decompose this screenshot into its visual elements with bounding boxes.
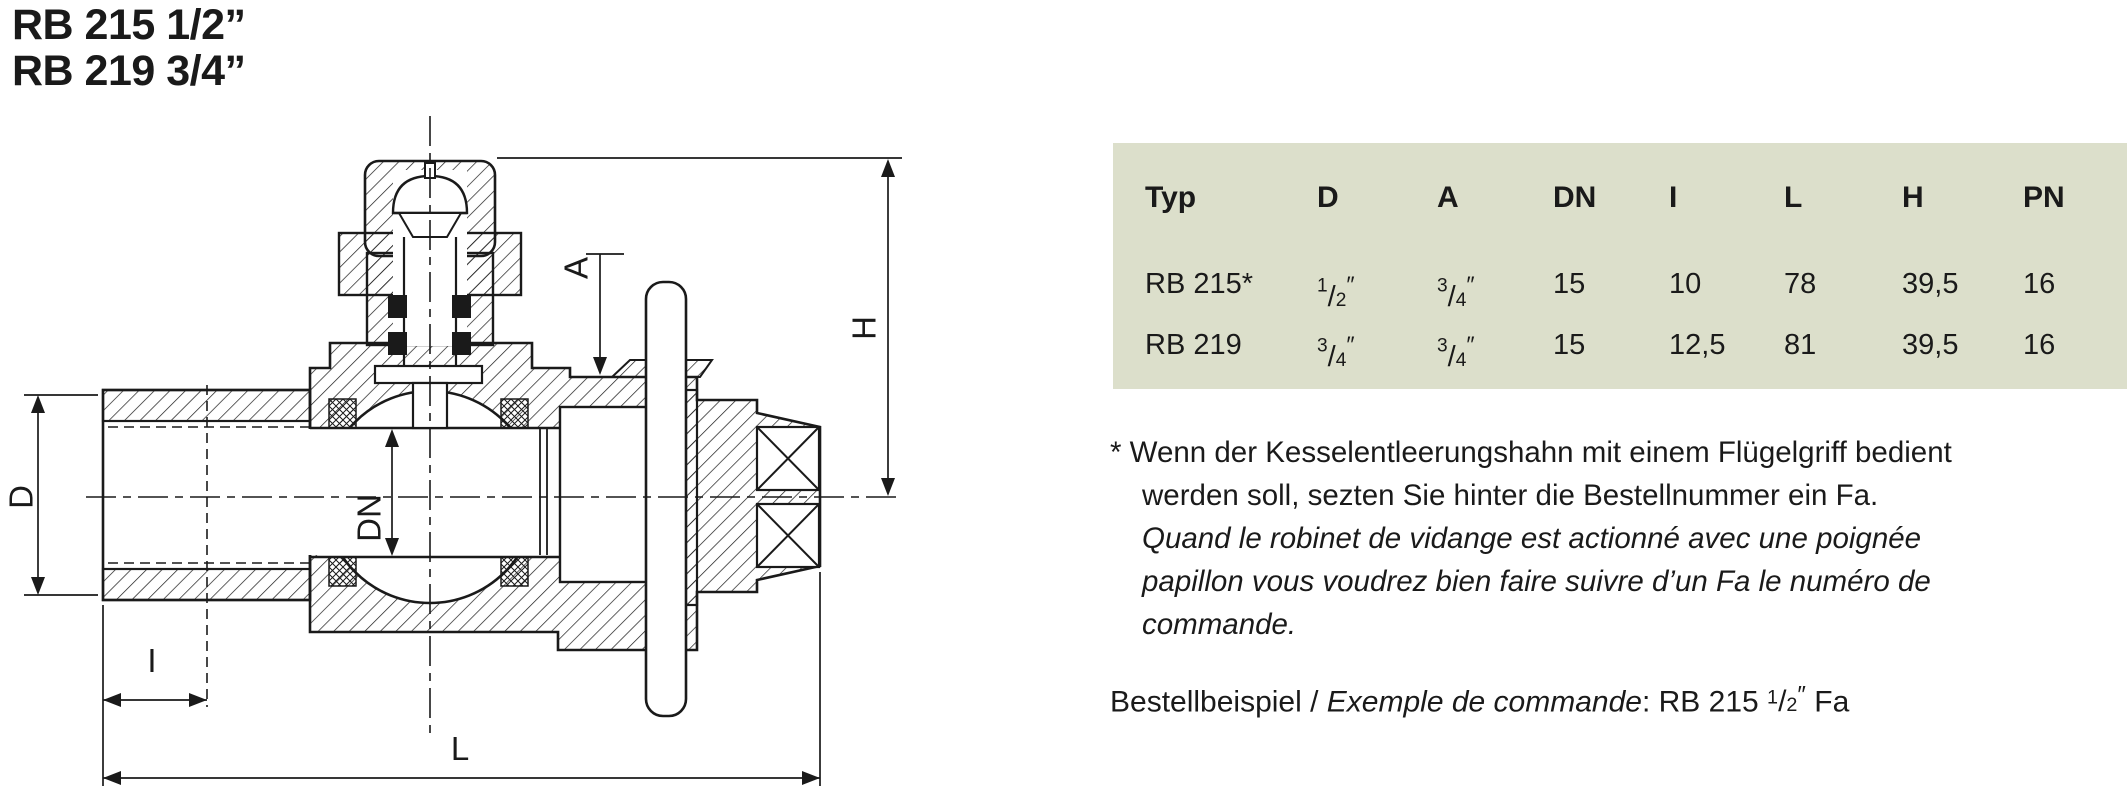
dim-label-A: A bbox=[558, 257, 595, 279]
dim-label-H: H bbox=[846, 316, 883, 340]
valve-cross-section-drawing: D DN A H bbox=[3, 116, 902, 786]
spec-table: Typ D A DN I L H PN RB 215* 1/2″ 3/4″ 15… bbox=[1113, 143, 2127, 389]
cell-d: 1/2″ bbox=[1317, 271, 1355, 313]
order-example-label-de: Bestellbeispiel / bbox=[1110, 685, 1327, 719]
cell-typ: RB 215* bbox=[1145, 268, 1254, 300]
cell-h: 39,5 bbox=[1902, 328, 1959, 361]
col-header-h: H bbox=[1902, 181, 1924, 214]
footnote-fr-line-3: commande. bbox=[1142, 608, 1297, 641]
dim-DN: DN bbox=[351, 429, 399, 556]
cell-h: 39,5 bbox=[1902, 268, 1959, 300]
spec-table-header-row: Typ D A DN I L H PN bbox=[1145, 181, 2107, 215]
dim-label-DN: DN bbox=[351, 494, 388, 542]
cell-l: 78 bbox=[1784, 268, 1817, 300]
cell-pn: 16 bbox=[2023, 328, 2056, 361]
dim-I: I bbox=[102, 605, 207, 714]
cell-i: 12,5 bbox=[1669, 328, 1726, 361]
o-ring-seal bbox=[452, 332, 471, 355]
col-header-a: A bbox=[1437, 181, 1459, 214]
cell-a: 3/4″ bbox=[1437, 271, 1475, 313]
footnote: * Wenn der Kesselentleerungshahn mit ein… bbox=[1110, 431, 2120, 646]
o-ring-seal bbox=[452, 295, 471, 318]
dim-label-I: I bbox=[147, 642, 156, 679]
dim-L: L bbox=[102, 572, 821, 786]
table-row: RB 215* 1/2″ 3/4″ 15 10 78 39,5 16 bbox=[1145, 262, 2107, 323]
seat-ring bbox=[500, 398, 529, 429]
table-row: RB 219 3/4″ 3/4″ 15 12,5 81 39,5 16 bbox=[1145, 323, 2107, 384]
footnote-fr-line-1: Quand le robinet de vidange est actionné… bbox=[1142, 522, 1922, 555]
cell-i: 10 bbox=[1669, 268, 1702, 300]
cell-l: 81 bbox=[1784, 328, 1817, 361]
spec-table-body: RB 215* 1/2″ 3/4″ 15 10 78 39,5 16 RB 21… bbox=[1145, 262, 2107, 383]
dim-label-L: L bbox=[451, 730, 469, 767]
dim-D: D bbox=[3, 394, 98, 596]
footnote-de-line-2: werden soll, sezten Sie hinter die Beste… bbox=[1142, 479, 1879, 512]
order-example-value-suffix: Fa bbox=[1805, 685, 1850, 719]
order-example-value-prefix: : RB 215 bbox=[1641, 685, 1768, 719]
left-threaded-spigot bbox=[101, 385, 312, 707]
seat-ring bbox=[328, 556, 357, 587]
col-header-pn: PN bbox=[2023, 181, 2065, 214]
col-header-typ: Typ bbox=[1145, 181, 1197, 214]
seat-ring bbox=[328, 398, 357, 429]
cell-typ: RB 219 bbox=[1145, 328, 1242, 361]
dim-A: A bbox=[558, 253, 624, 375]
cell-a: 3/4″ bbox=[1437, 331, 1475, 374]
center-lines bbox=[86, 116, 902, 736]
seat-ring bbox=[500, 556, 529, 587]
cell-dn: 15 bbox=[1553, 268, 1586, 300]
o-ring-seal bbox=[388, 295, 407, 318]
drain-handle-rod bbox=[644, 280, 688, 718]
dim-label-D: D bbox=[3, 485, 40, 509]
dimension-annotations: D DN A H bbox=[3, 157, 902, 786]
dim-H: H bbox=[497, 157, 902, 496]
cell-d: 3/4″ bbox=[1317, 331, 1355, 374]
page-title: RB 215 1/2” RB 219 3/4” bbox=[12, 2, 246, 94]
col-header-l: L bbox=[1784, 181, 1803, 214]
cell-pn: 16 bbox=[2023, 268, 2056, 300]
col-header-dn: DN bbox=[1553, 181, 1597, 214]
cell-dn: 15 bbox=[1553, 328, 1586, 361]
o-ring-seal bbox=[388, 332, 407, 355]
col-header-i: I bbox=[1669, 181, 1678, 214]
order-example: Bestellbeispiel / Exemple de commande: R… bbox=[1110, 682, 1850, 719]
title-line-2: RB 219 3/4” bbox=[12, 47, 246, 95]
footnote-de-line-1: * Wenn der Kesselentleerungshahn mit ein… bbox=[1110, 436, 1952, 469]
order-example-label-fr: Exemple de commande bbox=[1326, 685, 1642, 719]
footnote-fr-line-2: papillon vous voudrez bien faire suivre … bbox=[1142, 565, 1931, 598]
col-header-d: D bbox=[1317, 181, 1339, 214]
title-line-1: RB 215 1/2” bbox=[12, 1, 246, 49]
